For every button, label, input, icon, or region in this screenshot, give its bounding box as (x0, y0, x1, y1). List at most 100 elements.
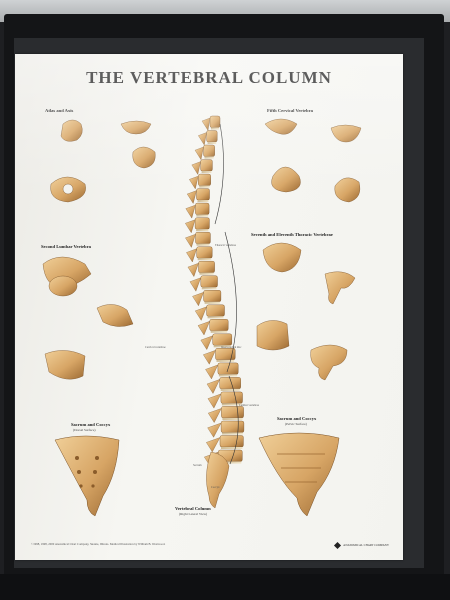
intervertebral-disc (207, 316, 224, 319)
intervertebral-disc (204, 156, 214, 159)
vertebra-body (206, 130, 218, 143)
spinous-process (186, 248, 197, 263)
label-coccyx: Coccyx (211, 486, 220, 489)
intervertebral-disc (207, 142, 217, 144)
intervertebral-disc (213, 345, 231, 348)
vertebra-body (195, 231, 211, 244)
vertebra-body (200, 159, 213, 172)
anatomy-illustration (42, 115, 362, 517)
vertebra-body (195, 202, 210, 215)
vertebra-body (220, 391, 243, 404)
vertebra-body (220, 420, 245, 433)
section-sacrum-right: Sacrum and Coccyx (277, 416, 317, 421)
spinous-process (206, 379, 220, 394)
cervical-curve-arrow (214, 123, 224, 225)
sacrum-lateral (206, 451, 230, 509)
intervertebral-disc (199, 272, 214, 275)
section-second-lumbar: Second Lumbar Vertebra (41, 244, 91, 249)
section-thoracic: Seventh and Eleventh Thoracic Vertebrae (251, 232, 333, 237)
vertebra-body (196, 188, 210, 201)
intervertebral-disc (221, 403, 242, 406)
intervertebral-disc (201, 171, 212, 174)
intervertebral-disc (222, 418, 243, 420)
vertebra-body (198, 173, 211, 186)
intervertebral-disc (197, 200, 209, 203)
sacrum-pelvic-illustration (258, 432, 340, 517)
anatomy-poster: THE VERTEBRAL COLUMN (15, 54, 403, 560)
spinous-process (197, 321, 210, 336)
intervertebral-disc (199, 185, 210, 188)
label-sacrum: Sacrum (193, 464, 202, 467)
intervertebral-disc (196, 243, 210, 246)
sacrum-dorsal-illustration (54, 435, 120, 517)
spinous-process (200, 335, 213, 350)
intervertebral-disc (216, 359, 235, 362)
intervertebral-disc (197, 258, 212, 261)
label-disc: Intervertebral disc (221, 346, 242, 349)
spinous-process (198, 132, 207, 146)
intervertebral-disc (220, 388, 240, 391)
spinal-column (185, 115, 245, 509)
spinous-process (201, 117, 211, 131)
view-sacrum-right: (Pelvic Surface) (285, 422, 307, 426)
vertebra-body (221, 406, 244, 419)
spinous-process (187, 262, 199, 277)
vertebra-body (203, 290, 222, 303)
section-sacrum-left: Sacrum and Coccyx (71, 422, 111, 427)
vertebra-body (194, 217, 210, 230)
publisher-name: ANATOMICAL CHART COMPANY (343, 543, 389, 548)
spinous-process (207, 408, 222, 423)
vertebra-body (203, 144, 215, 157)
spinous-process (194, 146, 204, 161)
thoracic-curve-arrow (224, 231, 237, 373)
spinous-process (207, 422, 222, 438)
publisher-logo: ANATOMICAL CHART COMPANY (334, 541, 389, 550)
atlas-axis-illustrations (50, 119, 156, 203)
spinous-process (194, 306, 207, 321)
label-cervical: Cervical vertebrae (145, 346, 166, 349)
vertebra-body (215, 348, 236, 360)
vertebra-body (196, 246, 213, 259)
spinous-process (192, 292, 204, 307)
spinous-process (185, 204, 196, 219)
spinous-process (189, 277, 202, 292)
vertebra-body (209, 319, 229, 331)
frame-bottom (0, 574, 450, 600)
vertebra-body (209, 115, 221, 128)
view-sacrum-left: (Dorsal Surface) (73, 428, 96, 432)
spinous-process (185, 233, 196, 248)
intervertebral-disc (204, 301, 220, 304)
poster-title: THE VERTEBRAL COLUMN (86, 68, 332, 87)
spinous-process (207, 393, 222, 409)
thoracic-illustrations (256, 242, 356, 381)
intervertebral-disc (196, 229, 209, 232)
section-vertebral-column: Vertebral Column (175, 506, 211, 511)
spinous-process (186, 190, 197, 204)
spinous-process (191, 161, 201, 175)
intervertebral-disc (210, 330, 228, 333)
intervertebral-disc (218, 374, 238, 377)
vertebra-body (212, 333, 232, 346)
vertebra-body (219, 435, 244, 448)
intervertebral-disc (211, 127, 219, 130)
lumbar-illustrations (42, 256, 134, 380)
view-column: (Right Lateral View) (179, 512, 208, 516)
section-fifth-cervical: Fifth Cervical Vertebra (267, 108, 313, 113)
lumbar-curve-arrow (228, 375, 239, 465)
spinous-process (206, 437, 221, 453)
intervertebral-disc (201, 287, 217, 290)
intervertebral-disc (221, 447, 243, 449)
spinous-process (203, 350, 216, 365)
diamond-logo-icon (334, 541, 342, 550)
vertebra-body (198, 260, 215, 273)
spinous-process (185, 219, 196, 234)
label-thoracic: Thoracic vertebrae (215, 244, 237, 247)
spinous-process (189, 175, 199, 190)
intervertebral-disc (222, 432, 243, 435)
spinous-process (205, 364, 219, 380)
intervertebral-disc (196, 214, 209, 217)
section-atlas-axis: Atlas and Axis (45, 108, 74, 113)
fifth-cervical-illustrations (264, 118, 362, 203)
vertebra-body (206, 304, 225, 317)
copyright-footer: ©1998, 1998, 2000 Anatomical Chart Compa… (31, 542, 166, 546)
